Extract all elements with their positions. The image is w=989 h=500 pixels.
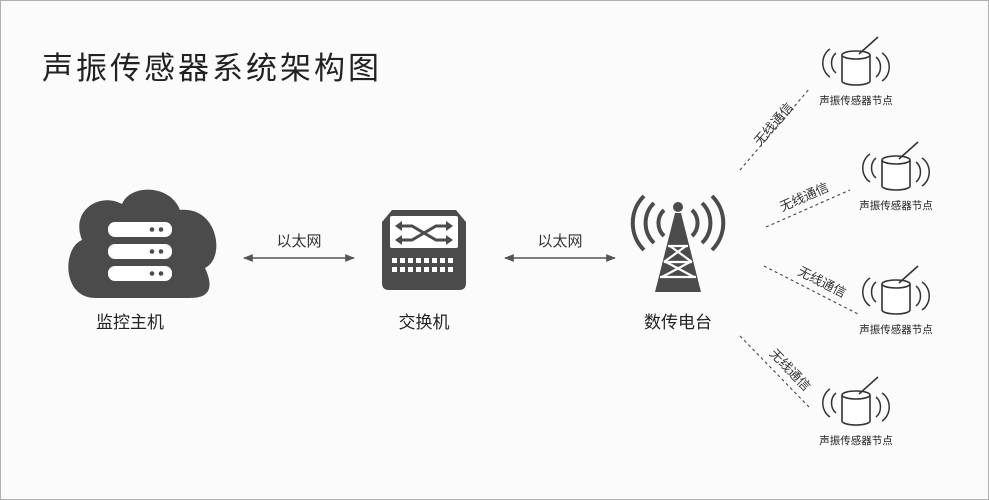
sensor-node-2: 声振传感器节点 bbox=[859, 141, 933, 212]
wireless-label-4: 无线通信 bbox=[766, 347, 813, 395]
wireless-label-1: 无线通信 bbox=[752, 100, 797, 149]
host-label: 监控主机 bbox=[96, 313, 164, 333]
diagram-title: 声振传感器系统架构图 bbox=[42, 51, 382, 87]
sensor-node-3: 声振传感器节点 bbox=[859, 265, 933, 336]
sensor-node-label: 声振传感器节点 bbox=[859, 323, 933, 336]
sensor-icon bbox=[861, 141, 931, 191]
ethernet-label-1: 以太网 bbox=[276, 232, 321, 250]
station-label: 数传电台 bbox=[644, 313, 712, 333]
sensor-node-label: 声振传感器节点 bbox=[859, 199, 933, 212]
sensor-icon bbox=[821, 376, 891, 426]
switch-label: 交换机 bbox=[399, 313, 450, 333]
sensor-icon bbox=[861, 265, 931, 315]
sensor-node-4: 声振传感器节点 bbox=[819, 376, 893, 447]
sensor-node-1: 声振传感器节点 bbox=[819, 36, 893, 107]
sensor-icon bbox=[821, 36, 891, 86]
sensor-node-label: 声振传感器节点 bbox=[819, 94, 893, 107]
ethernet-label-2: 以太网 bbox=[537, 232, 582, 250]
sensor-node-label: 声振传感器节点 bbox=[819, 434, 893, 447]
cloud-server-icon bbox=[68, 189, 217, 298]
wireless-link-4 bbox=[739, 335, 811, 409]
wireless-label-3: 无线通信 bbox=[795, 264, 848, 301]
radio-tower-icon bbox=[630, 194, 726, 292]
network-switch-icon bbox=[382, 210, 466, 290]
